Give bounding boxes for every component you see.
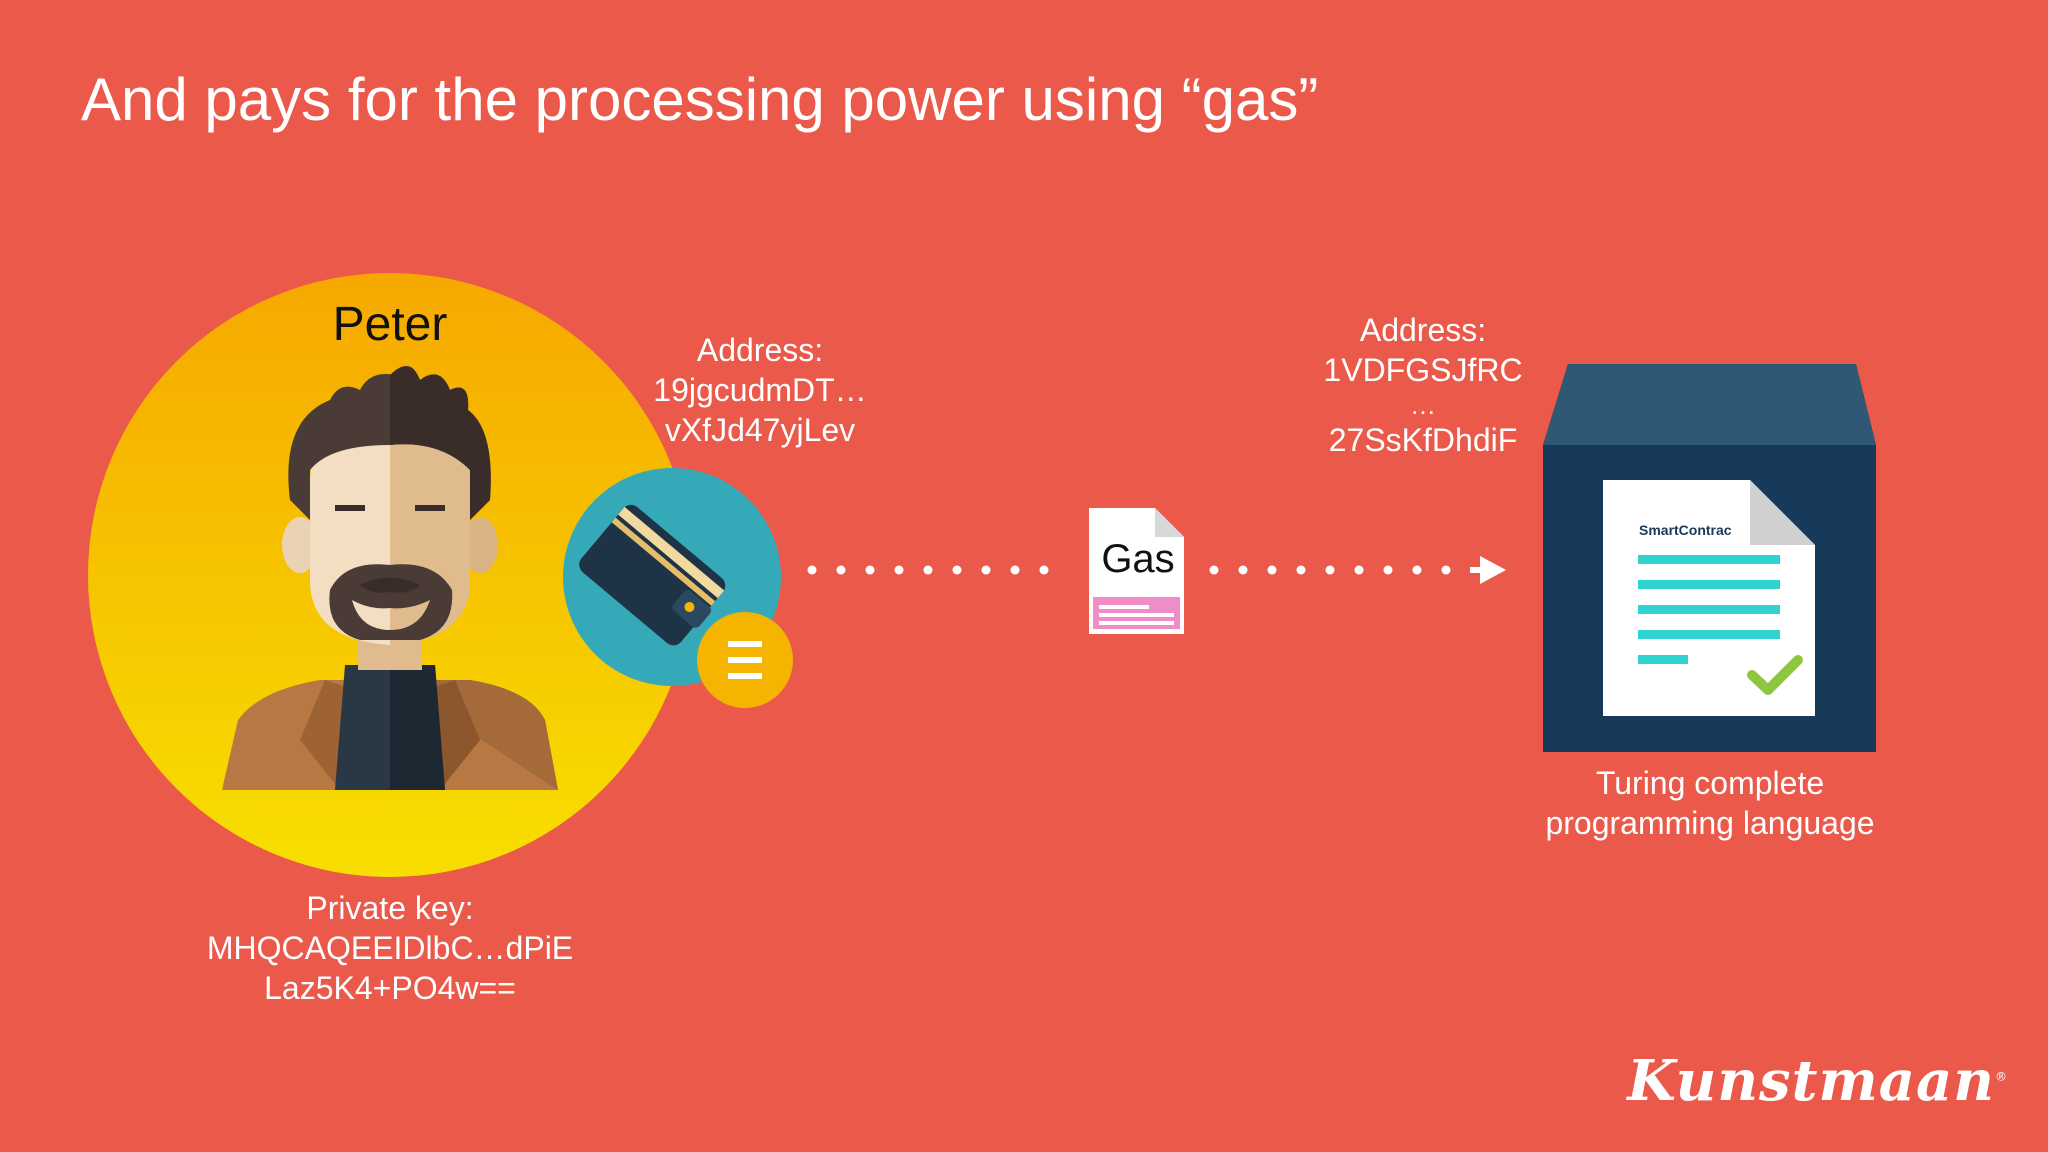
man-with-beard-avatar <box>222 366 558 790</box>
brand-logo: Kunstmaan® <box>1627 1048 2008 1114</box>
check-icon <box>1747 655 1803 695</box>
arrow-right-icon <box>1470 556 1506 584</box>
contract-caption: Turing complete programming language <box>1510 763 1910 843</box>
gas-document-icon <box>1089 508 1184 634</box>
smart-contract-document-icon <box>1603 480 1815 716</box>
ether-coin-icon <box>697 612 793 708</box>
slide-title: And pays for the processing power using … <box>81 66 1319 133</box>
contract-address-line2: … <box>1410 390 1436 420</box>
dotted-line-right <box>1209 565 1451 575</box>
contract-caption-line2: programming language <box>1545 805 1875 841</box>
user-name: Peter <box>332 298 448 351</box>
user-address: Address: 19jgcudmDT… vXfJd47yjLev <box>640 330 880 450</box>
private-key-label: Private key: <box>306 890 474 926</box>
gas-label: Gas <box>1101 537 1175 581</box>
contract-address-line3: 27SsKfDhdiF <box>1328 422 1518 458</box>
contract-doc-label: SmartContrac <box>1639 522 1732 538</box>
user-address-line1: 19jgcudmDT… <box>653 372 867 408</box>
dotted-line-left <box>807 565 1049 575</box>
contract-address-line1: 1VDFGSJfRC <box>1323 352 1523 388</box>
user-address-label: Address: <box>696 332 824 368</box>
brand-trademark: ® <box>1995 1069 2008 1084</box>
user-address-line2: vXfJd47yjLev <box>664 412 856 448</box>
private-key: Private key: MHQCAQEEIDlbC…dPiE Laz5K4+P… <box>180 888 600 1008</box>
contract-caption-line1: Turing complete <box>1595 765 1825 801</box>
brand-logo-text: Kunstmaan <box>1627 1048 1995 1114</box>
private-key-line1: MHQCAQEEIDlbC…dPiE <box>206 930 574 966</box>
contract-address-label: Address: <box>1359 312 1487 348</box>
contract-address: Address: 1VDFGSJfRC … 27SsKfDhdiF <box>1303 310 1543 460</box>
private-key-line2: Laz5K4+PO4w== <box>264 970 516 1006</box>
